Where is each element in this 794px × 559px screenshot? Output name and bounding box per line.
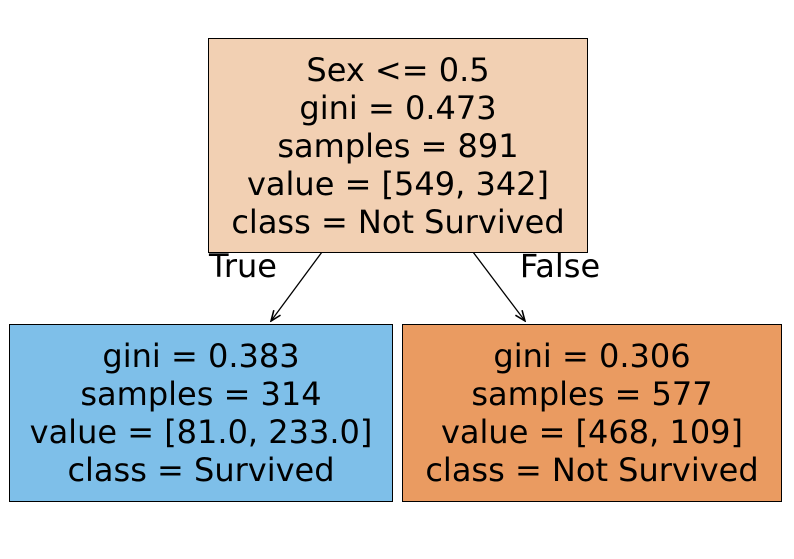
node-samples: samples = 577 <box>471 375 713 413</box>
tree-node-root: Sex <= 0.5 gini = 0.473 samples = 891 va… <box>208 38 588 253</box>
false-branch-arrow <box>472 251 525 321</box>
tree-node-right-leaf: gini = 0.306 samples = 577 value = [468,… <box>402 324 782 502</box>
node-condition: Sex <= 0.5 <box>306 50 490 89</box>
node-samples: samples = 891 <box>277 126 519 165</box>
tree-node-left-leaf: gini = 0.383 samples = 314 value = [81.0… <box>9 324 393 502</box>
node-gini: gini = 0.306 <box>493 337 691 375</box>
node-class: class = Not Survived <box>231 202 565 241</box>
true-branch-arrow <box>271 251 323 321</box>
node-value: value = [468, 109] <box>440 413 744 451</box>
node-gini: gini = 0.383 <box>102 337 300 375</box>
node-samples: samples = 314 <box>80 375 322 413</box>
false-branch-label: False <box>519 247 601 285</box>
node-gini: gini = 0.473 <box>299 88 497 127</box>
node-value: value = [549, 342] <box>246 164 550 203</box>
true-branch-label: True <box>209 247 277 285</box>
node-class: class = Not Survived <box>425 451 759 489</box>
node-value: value = [81.0, 233.0] <box>29 413 373 451</box>
node-class: class = Survived <box>67 451 335 489</box>
